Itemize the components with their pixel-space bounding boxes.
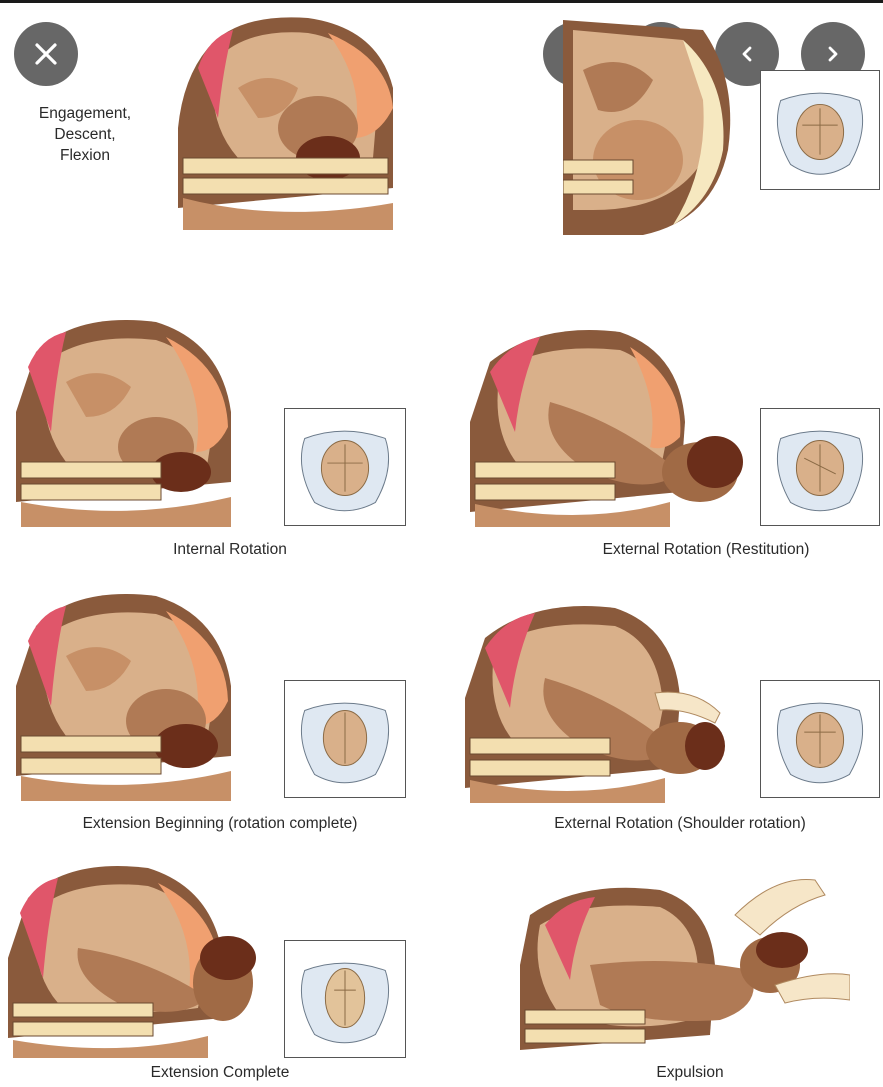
caption-external-rotation-restitution: External Rotation (Restitution) xyxy=(565,541,847,559)
caption-engagement-line1: Engagement, xyxy=(30,103,140,124)
illustration-external-rotation-shoulder xyxy=(465,598,725,803)
caption-internal-rotation: Internal Rotation xyxy=(150,541,310,559)
top-border xyxy=(0,0,883,3)
chevron-left-icon xyxy=(737,44,757,64)
illustration-extension-beginning xyxy=(16,586,238,801)
caption-expulsion: Expulsion xyxy=(640,1064,740,1082)
caption-engagement-line2: Descent, xyxy=(30,124,140,145)
caption-external-rotation-shoulder: External Rotation (Shoulder rotation) xyxy=(512,815,848,833)
inset-pelvis-view-3 xyxy=(760,408,880,526)
illustration-engagement xyxy=(178,8,398,230)
caption-extension-beginning: Extension Beginning (rotation complete) xyxy=(40,815,400,833)
caption-extension-complete: Extension Complete xyxy=(130,1064,310,1082)
inset-pelvis-view-4 xyxy=(284,680,406,798)
illustration-descent-partial xyxy=(563,10,738,235)
caption-engagement-line3: Flexion xyxy=(30,145,140,166)
illustration-extension-complete xyxy=(8,858,256,1058)
illustration-internal-rotation xyxy=(16,312,238,527)
close-button[interactable] xyxy=(14,22,78,86)
inset-pelvis-view-2 xyxy=(284,408,406,526)
chevron-right-icon xyxy=(823,44,843,64)
inset-pelvis-view-1 xyxy=(760,70,880,190)
illustration-external-rotation-restitution xyxy=(470,322,745,527)
caption-engagement: Engagement, Descent, Flexion xyxy=(30,103,140,166)
inset-pelvis-view-6 xyxy=(284,940,406,1058)
close-icon xyxy=(33,41,59,67)
inset-pelvis-view-5 xyxy=(760,680,880,798)
illustration-expulsion xyxy=(520,875,850,1060)
